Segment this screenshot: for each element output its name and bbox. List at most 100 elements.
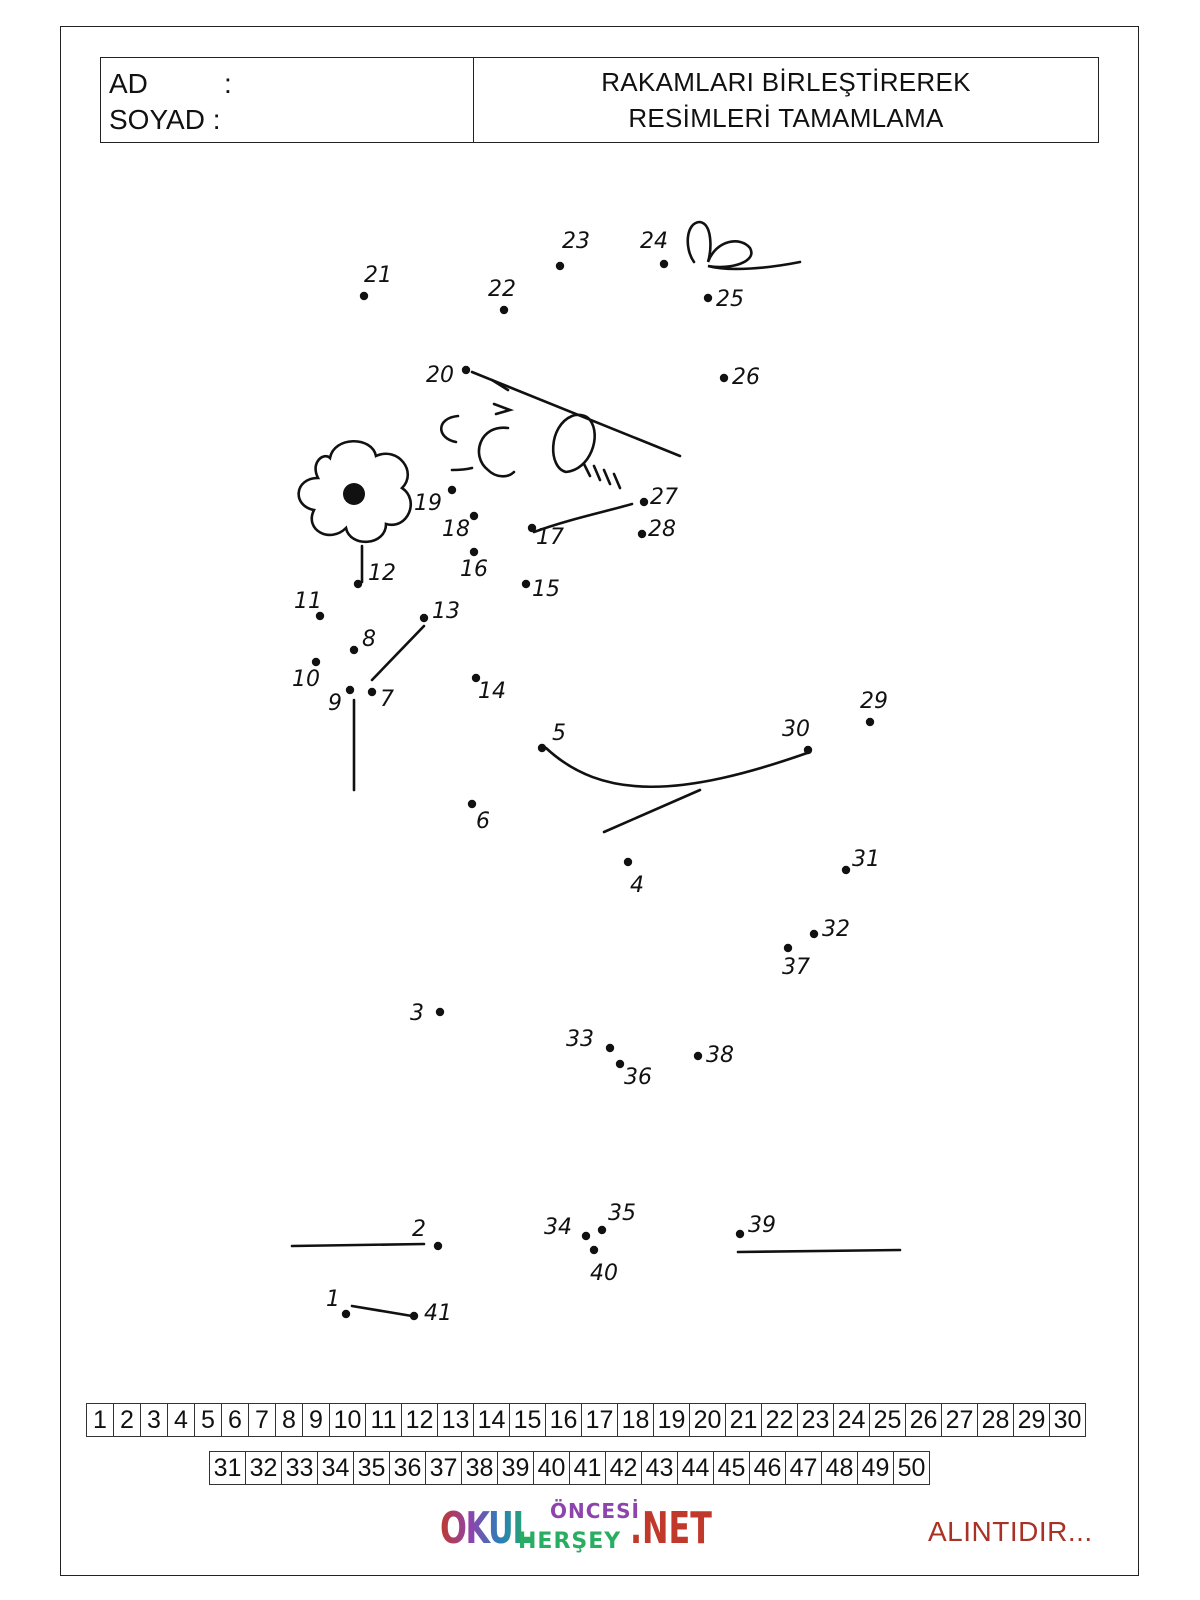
dot-label: 23 <box>562 229 590 254</box>
number-cell: 28 <box>977 1403 1014 1437</box>
number-cell: 6 <box>221 1403 249 1437</box>
dot-1: 1 <box>326 1287 351 1319</box>
logo-oncesi: ÖNCESİ <box>550 1499 640 1523</box>
dot-10: 10 <box>292 657 321 692</box>
eye-mark <box>492 402 515 416</box>
header-box: AD: SOYAD : RAKAMLARI BİRLEŞTİREREK RESİ… <box>100 57 1099 143</box>
name-field[interactable]: AD: <box>109 68 232 100</box>
dot-marker <box>841 865 851 875</box>
dot-marker <box>409 1311 419 1321</box>
dot-33: 33 <box>566 1027 615 1053</box>
dot-marker <box>315 611 325 621</box>
dot-label: 25 <box>716 287 744 312</box>
dot-marker <box>783 943 793 953</box>
dot-marker <box>433 1241 443 1251</box>
dot-label: 29 <box>860 689 888 714</box>
dot-marker <box>341 1309 351 1319</box>
ribbon-shape <box>686 220 802 271</box>
line-art <box>290 220 902 1318</box>
number-cell: 16 <box>545 1403 582 1437</box>
number-cell: 15 <box>509 1403 546 1437</box>
dot-marker <box>555 261 565 271</box>
flower-center <box>343 483 365 505</box>
dot-23: 23 <box>555 229 590 271</box>
dot-27: 27 <box>639 485 678 510</box>
number-cell: 38 <box>461 1451 498 1485</box>
dot-35: 35 <box>597 1201 636 1235</box>
number-cell: 12 <box>401 1403 438 1437</box>
dot-label: 18 <box>442 517 470 542</box>
dot-label: 1 <box>326 1287 340 1312</box>
hair-stroke-3 <box>602 468 612 486</box>
surname-field[interactable]: SOYAD : <box>109 104 221 136</box>
dot-marker <box>467 799 477 809</box>
dot-label: 20 <box>426 363 454 388</box>
name-fields: AD: SOYAD : <box>101 58 474 142</box>
dot-14: 14 <box>471 673 506 704</box>
number-cell: 30 <box>1049 1403 1086 1437</box>
worksheet-title: RAKAMLARI BİRLEŞTİREREK RESİMLERİ TAMAML… <box>474 58 1098 142</box>
dot-34: 34 <box>544 1215 591 1241</box>
number-cell: 34 <box>317 1451 354 1485</box>
dot-marker <box>499 305 509 315</box>
number-cell: 4 <box>167 1403 195 1437</box>
number-cell: 35 <box>353 1451 390 1485</box>
dot-marker <box>623 857 633 867</box>
surname-label: SOYAD : <box>109 104 221 135</box>
number-cell: 13 <box>437 1403 474 1437</box>
dot-28: 28 <box>637 517 676 542</box>
dot-37: 37 <box>782 943 810 980</box>
credit-text: ALINTIDIR... <box>928 1516 1093 1547</box>
page-border <box>60 26 1139 1576</box>
dot-11: 11 <box>294 589 325 621</box>
dot-marker <box>537 743 547 753</box>
dot-marker <box>527 523 537 533</box>
logo-hersey: HERŞEY <box>518 1529 622 1554</box>
number-cell: 10 <box>329 1403 366 1437</box>
number-cell: 5 <box>194 1403 222 1437</box>
dot-marker <box>469 511 479 521</box>
dot-marker <box>349 645 359 655</box>
dot-label: 2 <box>412 1217 426 1242</box>
dot-26: 26 <box>719 365 760 390</box>
number-cell: 21 <box>725 1403 762 1437</box>
dot-25: 25 <box>703 287 744 312</box>
number-cell: 46 <box>749 1451 786 1485</box>
dot-label: 19 <box>414 491 442 516</box>
number-cell: 40 <box>533 1451 570 1485</box>
dot-marker <box>615 1059 625 1069</box>
dot-marker <box>345 685 355 695</box>
number-cell: 39 <box>497 1451 534 1485</box>
stem-diagonal <box>370 624 426 682</box>
dot-12: 12 <box>353 561 396 589</box>
dot-marker <box>469 547 479 557</box>
number-cell: 29 <box>1013 1403 1050 1437</box>
dot-label: 22 <box>488 277 516 302</box>
title-line-2: RESİMLERİ TAMAMLAMA <box>628 103 944 133</box>
dot-3: 3 <box>410 1001 445 1026</box>
dot-2: 2 <box>412 1217 443 1251</box>
dot-marker <box>447 485 457 495</box>
dot-label: 12 <box>368 561 396 586</box>
dot-marker <box>809 929 819 939</box>
dot-22: 22 <box>488 277 516 315</box>
dot-16: 16 <box>460 547 488 582</box>
dot-19: 19 <box>414 485 457 516</box>
number-cell: 33 <box>281 1451 318 1485</box>
number-cell: 27 <box>941 1403 978 1437</box>
number-cell: 37 <box>425 1451 462 1485</box>
dot-marker <box>803 745 813 755</box>
dot-label: 40 <box>590 1261 618 1286</box>
dot-label: 13 <box>432 599 460 624</box>
dot-label: 31 <box>852 847 880 872</box>
dot-label: 3 <box>410 1001 424 1026</box>
site-logo: OKUL ÖNCESİ HERŞEY .NET <box>440 1499 712 1563</box>
dot-label: 7 <box>380 687 394 712</box>
dot-7: 7 <box>367 687 394 712</box>
number-cell: 1 <box>86 1403 114 1437</box>
dot-marker <box>719 373 729 383</box>
number-cell: 25 <box>869 1403 906 1437</box>
dot-label: 9 <box>328 691 342 716</box>
number-cell: 31 <box>209 1451 246 1485</box>
dot-label: 41 <box>424 1301 452 1326</box>
